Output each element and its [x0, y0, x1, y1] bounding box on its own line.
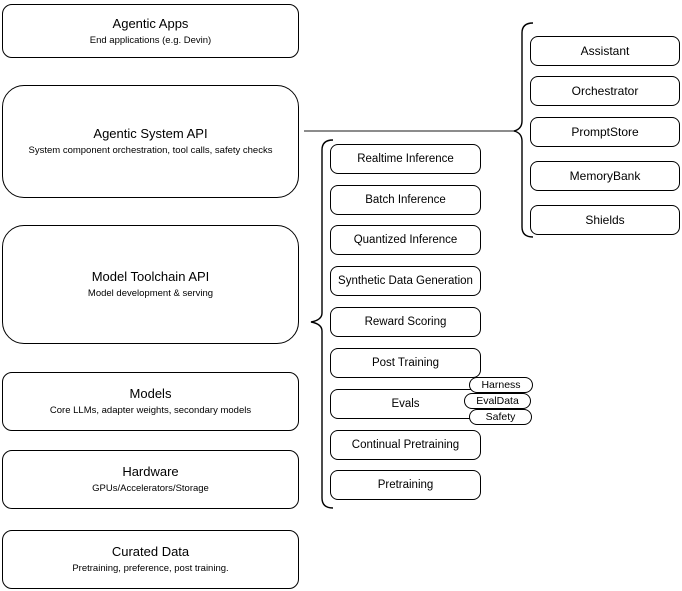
node-quantized-inference: Quantized Inference: [330, 225, 481, 255]
tag-evaldata: EvalData: [464, 393, 531, 409]
node-pretraining: Pretraining: [330, 470, 481, 500]
node-orchestrator: Orchestrator: [530, 76, 680, 106]
node-title: Agentic System API: [93, 126, 208, 141]
node-evals: Evals: [330, 389, 481, 419]
node-continual-pretraining: Continual Pretraining: [330, 430, 481, 460]
node-assistant: Assistant: [530, 36, 680, 66]
node-memorybank: MemoryBank: [530, 161, 680, 191]
node-synthetic-data-generation: Synthetic Data Generation: [330, 266, 481, 296]
node-reward-scoring: Reward Scoring: [330, 307, 481, 337]
node-title: Agentic Apps: [112, 15, 189, 31]
node-subtitle: GPUs/Accelerators/Storage: [92, 483, 209, 494]
node-batch-inference: Batch Inference: [330, 185, 481, 215]
node-subtitle: End applications (e.g. Devin): [89, 34, 212, 46]
node-subtitle: System component orchestration, tool cal…: [28, 145, 273, 156]
node-title: Curated Data: [111, 544, 190, 559]
tag-harness: Harness: [469, 377, 533, 393]
node-post-training: Post Training: [330, 348, 481, 378]
node-subtitle: Core LLMs, adapter weights, secondary mo…: [49, 405, 252, 416]
node-model-toolchain-api: Model Toolchain API Model development & …: [2, 225, 299, 344]
node-models: Models Core LLMs, adapter weights, secon…: [2, 372, 299, 431]
node-subtitle: Pretraining, preference, post training.: [72, 563, 229, 574]
node-subtitle: Model development & serving: [87, 288, 214, 299]
node-hardware: Hardware GPUs/Accelerators/Storage: [2, 450, 299, 509]
node-promptstore: PromptStore: [530, 117, 680, 147]
node-curated-data: Curated Data Pretraining, preference, po…: [2, 530, 299, 589]
tag-safety: Safety: [469, 409, 532, 425]
node-agentic-system-api: Agentic System API System component orch…: [2, 85, 299, 198]
node-shields: Shields: [530, 205, 680, 235]
node-realtime-inference: Realtime Inference: [330, 144, 481, 174]
node-title: Model Toolchain API: [91, 269, 210, 284]
node-agentic-apps: Agentic Apps End applications (e.g. Devi…: [2, 4, 299, 58]
node-title: Hardware: [122, 464, 179, 479]
node-title: Models: [129, 386, 172, 401]
